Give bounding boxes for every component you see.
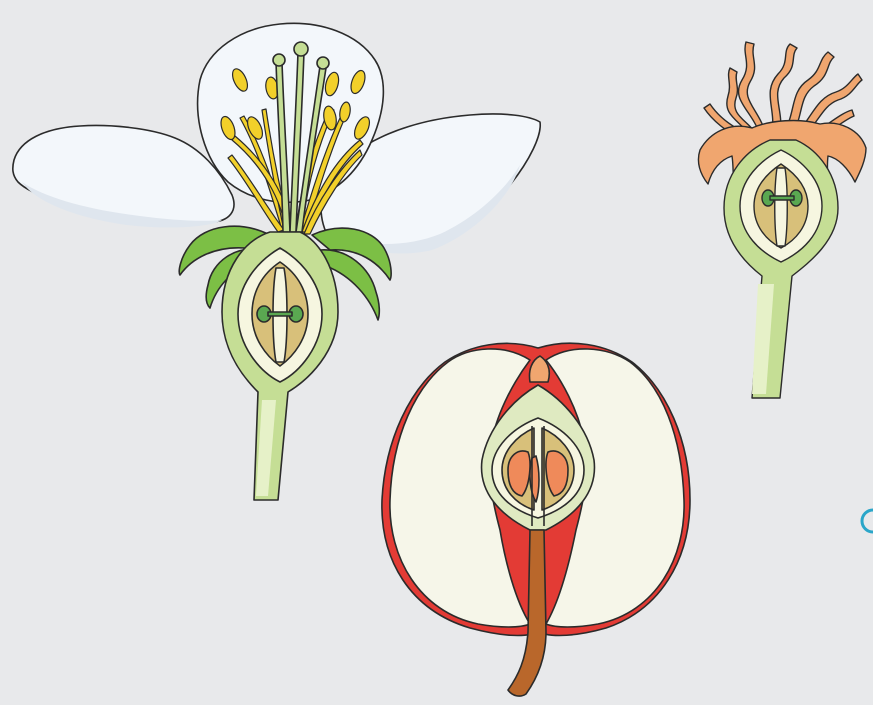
seed	[546, 451, 568, 496]
ovule-stalk	[268, 312, 292, 316]
stigma	[317, 57, 329, 69]
ovule-stalk	[770, 196, 794, 200]
stigma	[273, 54, 285, 66]
apple-cross-section	[382, 343, 690, 696]
stigma	[294, 42, 308, 56]
withered-ovary-septum	[775, 168, 788, 246]
edge-marker-icon	[862, 510, 873, 532]
seed	[508, 451, 530, 496]
withered-flower-cross-section	[698, 42, 866, 398]
left-petal	[13, 126, 234, 223]
